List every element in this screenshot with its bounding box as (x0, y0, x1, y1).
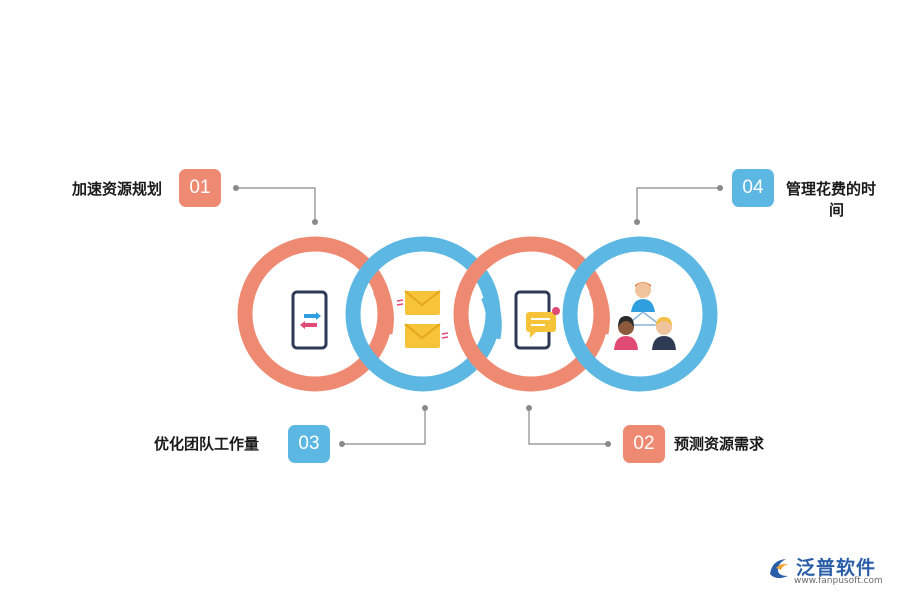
step-03-label: 优化团队工作量 (154, 435, 260, 453)
step-04-badge: 04 (732, 169, 774, 207)
connector-01 (236, 187, 316, 222)
envelopes-icon (396, 290, 449, 348)
step-01-label: 加速资源规划 (72, 180, 163, 198)
step-03-badge: 03 (288, 425, 330, 463)
logo-name: 泛普软件 (796, 557, 877, 579)
brand-logo: 泛普软件 www.fanpusoft.com (766, 551, 896, 593)
phone-transfer-icon (291, 290, 328, 350)
connector-04 (636, 187, 720, 222)
step-02-label: 预测资源需求 (674, 435, 765, 453)
phone-message-icon (514, 290, 560, 350)
step-01-badge: 01 (179, 169, 221, 207)
ring-4 (562, 236, 718, 392)
logo-url: www.fanpusoft.com (794, 576, 883, 586)
step-04-label-line2: 间 (829, 201, 845, 219)
step-02-badge: 02 (623, 425, 665, 463)
team-people-icon (614, 282, 676, 350)
logo-swirl-icon (770, 559, 788, 579)
connector-02 (528, 408, 608, 445)
step-04-label-line1: 管理花费的时 (786, 180, 877, 198)
connector-03 (342, 408, 426, 445)
